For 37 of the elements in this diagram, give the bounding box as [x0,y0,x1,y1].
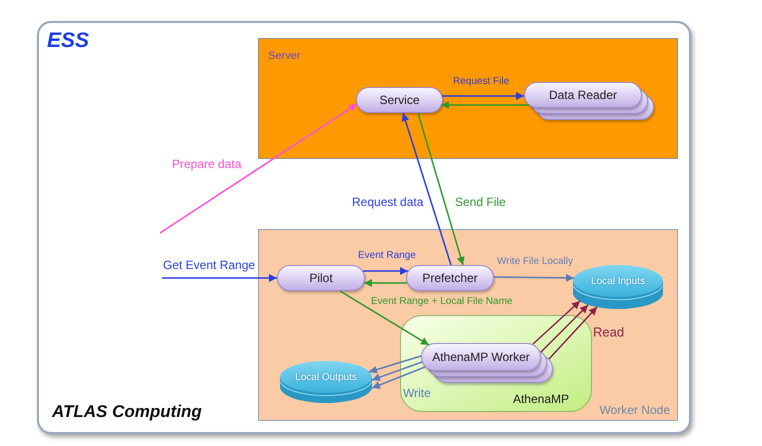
edge-label: Read [593,326,624,338]
arrow [442,92,524,100]
arrow [372,361,422,382]
process-pill: Pilot [277,265,365,291]
arrow [441,101,529,109]
edge-label: Write File Locally [497,257,573,267]
process-pill: Prefetcher [406,265,494,291]
footer-label: ATLAS Computing [52,403,202,420]
edge-label: Get Event Range [163,259,256,271]
worker-node-panel [258,229,678,421]
arrow [372,366,426,389]
arrow [340,290,430,346]
arrow [368,355,422,374]
arrow [548,306,598,360]
arrow [160,103,358,234]
arrow [162,274,277,282]
group-label: AthenaMP [512,393,569,405]
arrow [402,112,452,266]
arrow [540,304,589,353]
arrow [364,279,407,287]
edge-label: Prepare data [172,158,242,170]
arrow [532,300,580,345]
edge-label: Send File [455,196,506,208]
arrow [417,112,465,266]
diagram-title: ESS [47,30,90,51]
group-label: Worker Node [600,404,670,416]
edge-label: Write [403,387,431,399]
edge-label: Event Range + Local File Name [371,297,512,307]
arrow [363,267,408,275]
edge-label: Event Range [358,251,416,261]
group-box [400,315,592,412]
arrow [494,274,574,282]
edge-label: Request data [352,196,424,208]
server-panel [258,38,678,159]
edge-label: Request File [453,77,510,87]
process-pill: Service [356,87,443,113]
group-label: Server [268,51,300,62]
